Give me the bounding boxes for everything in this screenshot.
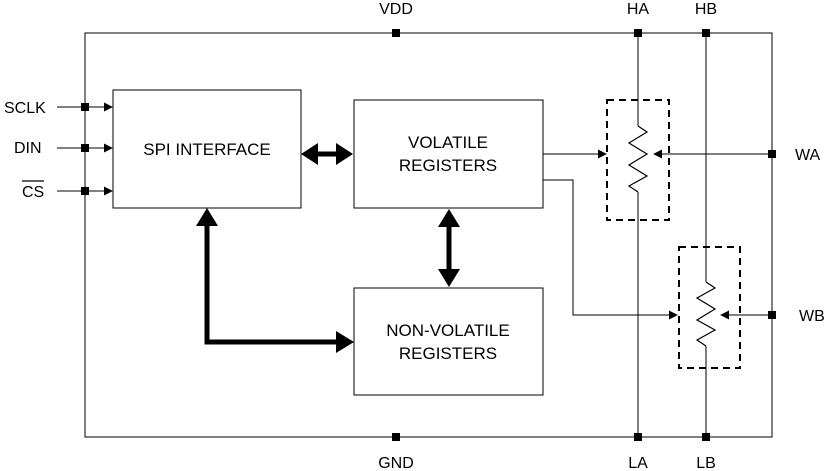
nonvolatile-label-line2: REGISTERS bbox=[399, 344, 497, 363]
spi-nonvolatile-bus-arrow bbox=[196, 208, 354, 353]
pin-terminals bbox=[81, 29, 776, 441]
din-label: DIN bbox=[14, 140, 42, 157]
wa-label: WA bbox=[795, 147, 821, 164]
lb-label: LB bbox=[696, 455, 716, 471]
spi-volatile-bus-arrow bbox=[301, 143, 353, 165]
cs-label: CS bbox=[22, 184, 44, 201]
volatile-to-pot-b-line bbox=[543, 179, 678, 320]
gnd-label: GND bbox=[378, 455, 414, 471]
nonvolatile-label-line1: NON-VOLATILE bbox=[386, 321, 509, 340]
sclk-label: SCLK bbox=[4, 100, 46, 117]
la-label: LA bbox=[628, 455, 648, 471]
pot-b-dashed-frame bbox=[678, 246, 741, 369]
vdd-label: VDD bbox=[379, 1, 413, 18]
volatile-nonvolatile-bus-arrow bbox=[438, 209, 460, 287]
volatile-label-line2: REGISTERS bbox=[399, 156, 497, 175]
wb-label: WB bbox=[799, 308, 825, 325]
hb-label: HB bbox=[695, 1, 717, 18]
spi-interface-block bbox=[112, 89, 302, 209]
spi-interface-label: SPI INTERFACE bbox=[143, 140, 271, 159]
pot-a-resistor bbox=[627, 125, 649, 193]
chip-outline bbox=[84, 32, 773, 438]
volatile-registers-block bbox=[353, 99, 544, 209]
ha-label: HA bbox=[627, 1, 650, 18]
pot-b-resistor bbox=[695, 281, 717, 347]
nonvolatile-registers-block bbox=[353, 287, 544, 396]
volatile-label-line1: VOLATILE bbox=[408, 133, 488, 152]
pot-a-dashed-frame bbox=[606, 99, 670, 221]
